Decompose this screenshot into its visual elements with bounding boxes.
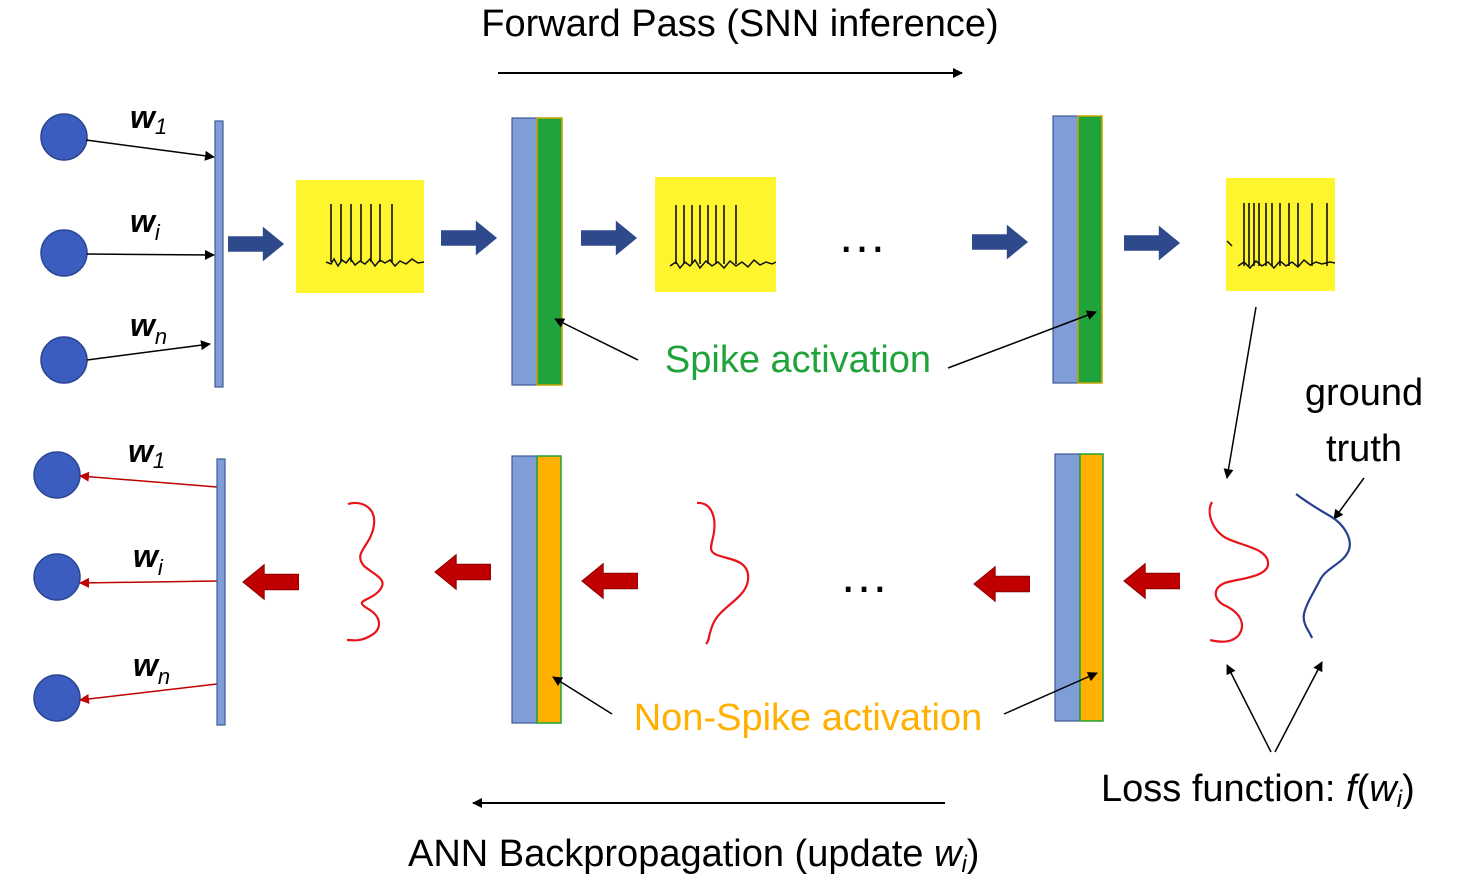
weight-label-bottom-1: w1 bbox=[128, 433, 165, 473]
hidden-layer-bottom-1 bbox=[511, 455, 562, 724]
spike-label-pointer bbox=[554, 318, 639, 361]
loss-paren-close: ) bbox=[1402, 768, 1415, 810]
nonspike-activation-label: Non-Spike activation bbox=[634, 697, 983, 739]
gradient-connection bbox=[79, 471, 218, 488]
forward-block-arrow bbox=[581, 220, 638, 256]
output-to-loss-arrow bbox=[1223, 306, 1257, 479]
input-neuron bbox=[33, 451, 81, 499]
backprop-title-end: ) bbox=[967, 833, 980, 875]
weight-connection bbox=[86, 340, 211, 361]
loss-sub: i bbox=[1397, 786, 1403, 813]
input-layer-bar-top bbox=[214, 120, 224, 388]
backward-block-arrow bbox=[973, 566, 1030, 602]
weight-label-top-1: w1 bbox=[130, 99, 167, 139]
loss-main: Loss function: bbox=[1101, 768, 1346, 810]
ground-truth-label-line2: truth bbox=[1326, 428, 1402, 470]
weight-label-bottom-n: wn bbox=[133, 647, 170, 689]
backprop-title-main: ANN Backpropagation (update bbox=[408, 833, 934, 875]
ellipsis-top: … bbox=[837, 207, 887, 263]
gradient-connections-bottom bbox=[79, 471, 218, 704]
ellipsis-bottom: … bbox=[839, 547, 889, 603]
weight-label-bottom-i: wi bbox=[133, 538, 164, 580]
backprop-title-var: w bbox=[934, 833, 964, 875]
spike-label-pointer bbox=[947, 310, 1097, 369]
input-neurons-bottom bbox=[33, 451, 81, 722]
backward-block-arrow bbox=[581, 563, 638, 599]
hidden-layer-bottom-2 bbox=[1054, 453, 1104, 722]
ground-truth-curve bbox=[1295, 493, 1351, 639]
spike-train-box bbox=[296, 180, 425, 293]
nonspike-activation-bar bbox=[1079, 453, 1104, 722]
backpropagation-title: ANN Backpropagation (update wi) bbox=[408, 833, 979, 878]
input-layer-bar-bottom bbox=[216, 458, 226, 726]
ground-truth-label-line1: ground bbox=[1305, 372, 1423, 414]
backward-block-arrow bbox=[242, 564, 299, 600]
loss-paren-open: ( bbox=[1357, 768, 1370, 810]
nonspike-label-pointer bbox=[1003, 672, 1098, 715]
forward-block-arrow bbox=[972, 224, 1029, 260]
weight-label-top-n: wn bbox=[130, 307, 167, 349]
loss-w: w bbox=[1369, 768, 1399, 810]
hidden-layer-top-1 bbox=[511, 117, 563, 386]
backward-block-arrow bbox=[434, 554, 491, 590]
input-neurons-top bbox=[40, 113, 88, 384]
gradient-curve bbox=[346, 501, 384, 642]
forward-block-arrow bbox=[1124, 225, 1181, 261]
loss-pointer bbox=[1274, 661, 1323, 753]
gradient-connection bbox=[79, 577, 218, 588]
input-neuron bbox=[33, 674, 81, 722]
weight-connection bbox=[85, 139, 215, 161]
input-neuron bbox=[40, 113, 88, 161]
input-neuron bbox=[33, 553, 81, 601]
loss-f: f bbox=[1346, 768, 1360, 810]
spike-activation-bar bbox=[1077, 115, 1103, 384]
weight-label-top-i: wi bbox=[130, 203, 161, 245]
forward-pass-title: Forward Pass (SNN inference) bbox=[481, 3, 998, 45]
forward-block-arrow bbox=[441, 220, 498, 256]
backprop-title-sub: i bbox=[961, 851, 967, 878]
forward-block-arrow bbox=[228, 226, 285, 262]
input-neuron bbox=[40, 336, 88, 384]
gradient-curve bbox=[696, 501, 750, 645]
nonspike-activation-bar bbox=[536, 455, 562, 724]
spike-activation-bar bbox=[536, 117, 563, 386]
hidden-layer-top-2 bbox=[1052, 115, 1103, 384]
backward-block-arrow bbox=[1123, 563, 1180, 599]
gradient-connection bbox=[79, 683, 218, 704]
ground-truth-pointer bbox=[1333, 477, 1365, 520]
input-neuron bbox=[40, 229, 88, 277]
weight-connection bbox=[86, 249, 215, 260]
spike-activation-label: Spike activation bbox=[665, 339, 931, 381]
spike-train-box bbox=[655, 177, 777, 292]
weight-connections-top bbox=[85, 139, 215, 361]
loss-pointer bbox=[1226, 664, 1272, 753]
gradient-curve bbox=[1208, 501, 1270, 643]
spike-train-box bbox=[1226, 178, 1336, 291]
loss-function-label: Loss function: f(wi) bbox=[1101, 768, 1415, 813]
nonspike-label-pointer bbox=[552, 676, 613, 715]
